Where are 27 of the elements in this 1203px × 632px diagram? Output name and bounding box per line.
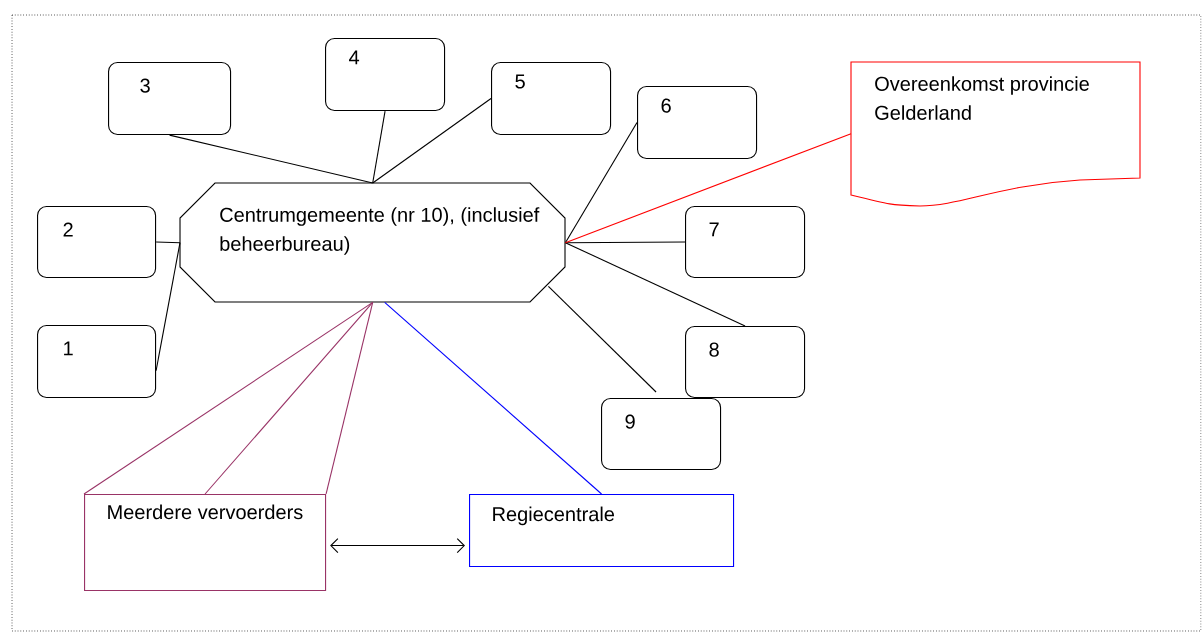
connector-line — [372, 110, 386, 184]
rounded-box: 4 — [325, 38, 446, 112]
connector-line — [155, 242, 181, 372]
connector-line — [384, 301, 603, 495]
rounded-box: 5 — [491, 62, 612, 136]
text-box: Meerdere vervoerders — [84, 494, 327, 592]
connector-line — [155, 241, 181, 244]
connector-line — [564, 122, 638, 244]
rounded-box: 3 — [108, 62, 232, 136]
connector-line — [372, 98, 492, 184]
connector-line — [564, 242, 746, 327]
rounded-box: 9 — [601, 398, 722, 471]
rounded-box: 2 — [37, 206, 157, 279]
rounded-box: 6 — [637, 86, 758, 160]
document-box: Overeenkomst provincie Gelderland — [850, 61, 1141, 207]
connector-line — [204, 301, 374, 495]
rounded-box: 1 — [37, 325, 157, 399]
connector-line — [547, 285, 657, 393]
connector-line — [169, 134, 374, 184]
octagon-box: Centrumgemeente (nr 10), (inclusief beheerbureau) — [179, 182, 566, 303]
connector-line — [564, 133, 852, 244]
rounded-box: 8 — [685, 326, 806, 399]
text-box: Regiecentrale — [469, 494, 735, 568]
rounded-box: 7 — [685, 206, 806, 279]
connector-line — [325, 301, 374, 495]
connector-line — [83, 301, 374, 495]
arrow — [330, 538, 465, 554]
